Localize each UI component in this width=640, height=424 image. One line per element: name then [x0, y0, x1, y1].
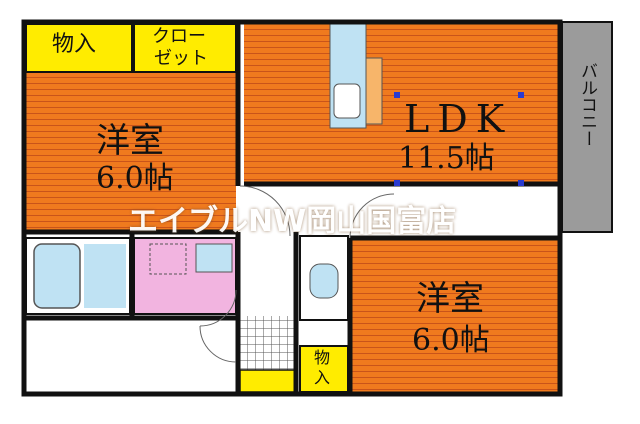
western-room-2-floor — [352, 240, 558, 392]
stove — [365, 57, 383, 125]
closet-3 — [299, 345, 349, 393]
toilet-bowl — [309, 263, 339, 299]
ldk-name: LDK — [404, 97, 513, 141]
kitchen-sink — [333, 83, 361, 119]
wash-basin — [195, 243, 233, 273]
closet-1-label: 物入 — [52, 32, 97, 57]
shoe-storage — [239, 369, 297, 393]
balcony-label: バルコニー — [577, 62, 597, 147]
western-room-1-floor — [26, 72, 236, 230]
watermark: エイブルNW岡山国富店 — [128, 204, 457, 239]
western-room-2-name: 洋室 — [416, 279, 484, 319]
western-room-2-size: 6.0帖 — [412, 323, 490, 358]
closet-3-label-line2: 入 — [314, 368, 331, 387]
door-swings — [199, 185, 395, 363]
western-room-1-size: 6.0帖 — [96, 161, 174, 196]
ldk-floor — [244, 24, 558, 182]
walls — [21, 19, 563, 397]
western-room-1-name: 洋室 — [96, 121, 164, 161]
closet-2-label-line1: クロー — [152, 26, 206, 47]
closet-2-label-line2: ゼット — [154, 48, 208, 69]
ldk-size: 11.5帖 — [398, 141, 495, 176]
washing-machine-space — [149, 243, 187, 275]
closet-3-label-line1: 物 — [314, 348, 331, 367]
bathtub — [33, 243, 81, 309]
ldk-dimension-marks — [394, 92, 524, 186]
bath-area — [84, 244, 126, 308]
